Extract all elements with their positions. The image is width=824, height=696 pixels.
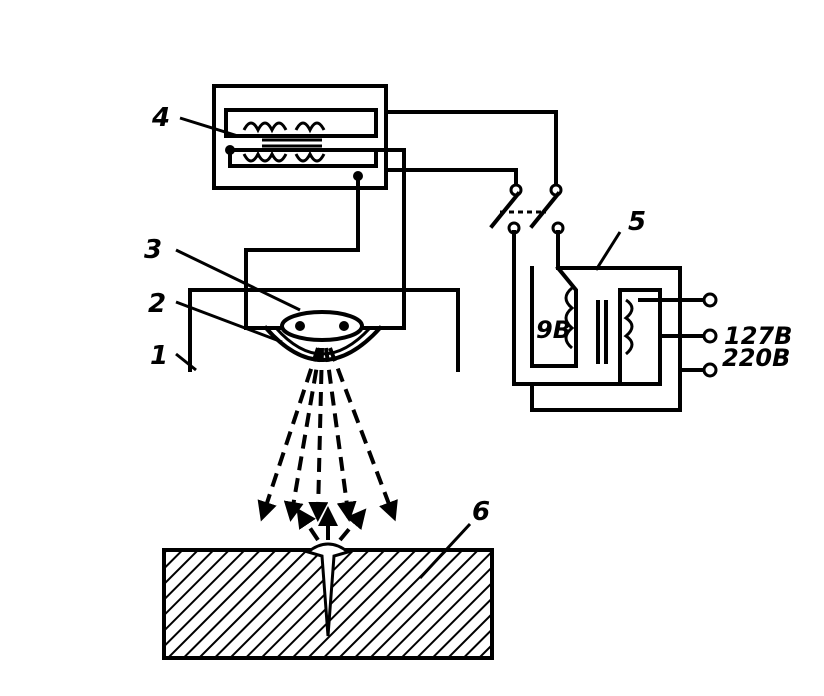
bottom-coil-frame: [228, 148, 378, 168]
label-part-6: 6: [472, 497, 490, 527]
secondary-coil-icon: [564, 286, 575, 350]
leads-to-switch: [344, 110, 558, 190]
label-part-4: 4: [151, 103, 170, 133]
component-5-transformer: [512, 230, 718, 412]
component-1-support-frame: [188, 288, 460, 372]
leads-to-lamp: [244, 148, 406, 330]
junction-dot: [225, 145, 235, 155]
label-part-1: 1: [150, 341, 168, 371]
lower-coil-icon: [242, 150, 326, 163]
lamp-bulb: [280, 310, 364, 342]
terminal-220: [702, 362, 718, 378]
label-part-2: 2: [148, 289, 166, 319]
component-6-workpiece: [162, 542, 494, 660]
primary-coil-icon: [623, 298, 634, 356]
weld-pool: [304, 542, 352, 637]
primary-winding-frame: [618, 288, 662, 386]
terminal-common: [702, 292, 718, 308]
leader-lines: [175, 116, 622, 580]
radiation-rays: [257, 347, 398, 542]
secondary-winding-frame: [530, 265, 578, 368]
label-part-5: 5: [628, 207, 646, 237]
upper-coil-icon: [242, 121, 326, 134]
label-part-3: 3: [144, 235, 162, 265]
top-coil-frame: [224, 108, 378, 138]
label-input-127: 127В: [724, 322, 792, 350]
terminal-127: [702, 328, 718, 344]
double-pole-switch: [489, 183, 565, 235]
label-input-220: 220В: [722, 344, 790, 372]
label-secondary-voltage: 9В: [536, 316, 571, 344]
component-4-filter-box: [212, 84, 388, 190]
